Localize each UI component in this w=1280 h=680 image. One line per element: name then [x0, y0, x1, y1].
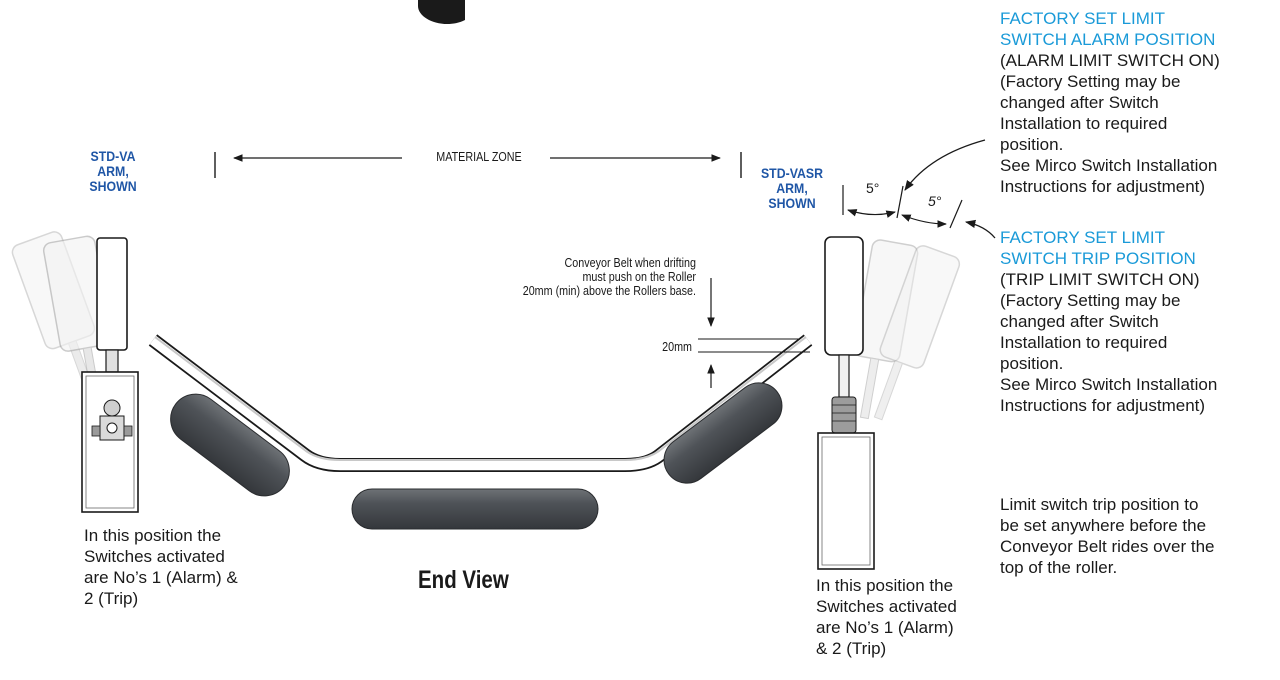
- material-zone-label: MATERIAL ZONE: [436, 150, 522, 164]
- right-arm-label: STD-VASR ARM, SHOWN: [760, 165, 824, 211]
- twenty-mm-label: 20mm: [662, 340, 692, 354]
- right-faded-arm-trip: [873, 245, 961, 421]
- twenty-mm-dimension: [698, 278, 810, 388]
- trip-position-body: (TRIP LIMIT SWITCH ON) (Factory Setting …: [1000, 270, 1218, 415]
- trip-limit-note: Limit switch trip position to be set any…: [1000, 495, 1215, 577]
- alarm-position-heading: FACTORY SET LIMIT SWITCH ALARM POSITION: [1000, 9, 1216, 49]
- right-limit-switch: [817, 236, 875, 570]
- trip-position-heading: FACTORY SET LIMIT SWITCH TRIP POSITION: [1000, 228, 1196, 268]
- alarm-position-body: (ALARM LIMIT SWITCH ON) (Factory Setting…: [1000, 51, 1220, 196]
- right-wing-roller: [663, 382, 783, 484]
- end-view-title: End View: [418, 566, 509, 594]
- belt-note: Conveyor Belt when drifting must push on…: [522, 256, 696, 298]
- leader-arrows: [904, 139, 996, 239]
- right-position-note: In this position the Switches activated …: [816, 576, 957, 658]
- left-limit-switch: [81, 237, 139, 513]
- left-position-note: In this position the Switches activated …: [84, 526, 238, 608]
- left-wing-roller: [170, 393, 290, 497]
- conveyor-belt: [148, 334, 813, 472]
- material-zone-dimension: [214, 152, 742, 178]
- angle-label-2: 5°: [928, 193, 942, 209]
- left-arm-label: STD-VA ARM, SHOWN: [89, 148, 137, 194]
- angle-markers: [842, 185, 963, 229]
- center-roller: [351, 488, 599, 530]
- cropped-title-fragment: [418, 0, 465, 25]
- angle-label-1: 5°: [866, 180, 880, 196]
